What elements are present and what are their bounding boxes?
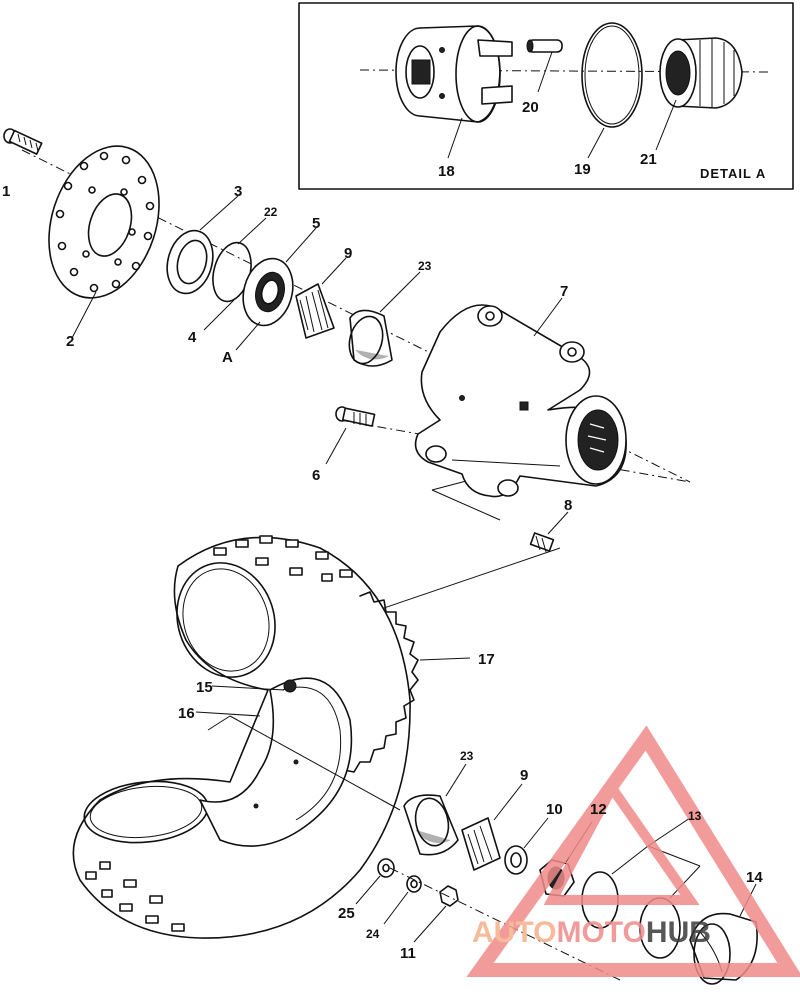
label-4: 4	[188, 329, 197, 346]
watermark-moto: MOTO	[556, 916, 645, 949]
label-3: 3	[234, 183, 242, 200]
o-ring-19	[581, 22, 643, 128]
label-5: 5	[312, 215, 320, 232]
label-22: 22	[264, 205, 278, 219]
grease-fitting-8	[529, 511, 569, 553]
seal-3	[166, 195, 239, 295]
label-11: 11	[400, 945, 416, 962]
label-25: 25	[338, 905, 355, 922]
label-2: 2	[66, 333, 74, 350]
watermark-auto: AUTO	[472, 916, 556, 949]
main-assembly	[3, 128, 691, 553]
detail-a-ref: A	[222, 349, 233, 366]
label-18: 18	[438, 163, 455, 180]
label-9-lower: 9	[520, 767, 528, 784]
bearing-race-23-upper	[348, 271, 421, 367]
label-23-lower: 23	[460, 749, 474, 763]
brake-disc-2	[48, 145, 160, 339]
washer-10	[504, 845, 528, 875]
label-1: 1	[2, 183, 10, 200]
bearing-race-23-lower	[403, 763, 467, 856]
label-8: 8	[564, 497, 572, 514]
label-7: 7	[560, 283, 568, 300]
detail-a-title: DETAIL A	[700, 166, 766, 181]
label-21: 21	[640, 151, 657, 168]
watermark-hub: HUB	[646, 916, 711, 949]
locking-hub-body-18	[395, 25, 513, 123]
label-9-upper: 9	[344, 245, 352, 262]
watermark-text: AUTOMOTOHUB	[472, 916, 711, 949]
washer-25	[377, 858, 395, 878]
lug-nut-11	[439, 885, 459, 907]
pin-20	[526, 39, 563, 93]
label-16: 16	[178, 705, 195, 722]
wheel-hub-7	[414, 297, 627, 498]
lock-washer-24	[406, 875, 422, 893]
tire-17	[72, 535, 471, 939]
label-13: 13	[688, 809, 702, 823]
bearing-cone-9-upper	[295, 257, 347, 339]
bolt-1	[3, 128, 43, 155]
hub-ring-5	[203, 227, 317, 351]
detail-a-panel	[298, 2, 794, 190]
valve-15	[283, 679, 297, 693]
rim-16	[195, 677, 401, 847]
wheel-tire-assembly	[72, 535, 758, 985]
label-23-upper: 23	[418, 259, 432, 273]
bolt-6	[325, 406, 376, 465]
label-20: 20	[522, 99, 539, 116]
label-24: 24	[366, 927, 380, 941]
bearing-cone-9-lower	[461, 783, 523, 871]
label-6: 6	[312, 467, 320, 484]
label-14: 14	[746, 869, 763, 886]
watermark-inner-triangle	[543, 778, 700, 905]
label-12: 12	[590, 801, 607, 818]
label-15: 15	[196, 679, 213, 696]
detail-a-frame	[298, 2, 794, 190]
hub-knob-21	[655, 37, 743, 151]
part-labels: 18 20 19 21 DETAIL A 1 2 3 22 5 9 23 7 4…	[2, 99, 766, 962]
automotohub-watermark: AUTOMOTOHUB	[466, 725, 800, 977]
label-17: 17	[478, 651, 495, 668]
label-10: 10	[546, 801, 563, 818]
watermark-triangle	[466, 725, 800, 977]
label-19: 19	[574, 161, 591, 178]
